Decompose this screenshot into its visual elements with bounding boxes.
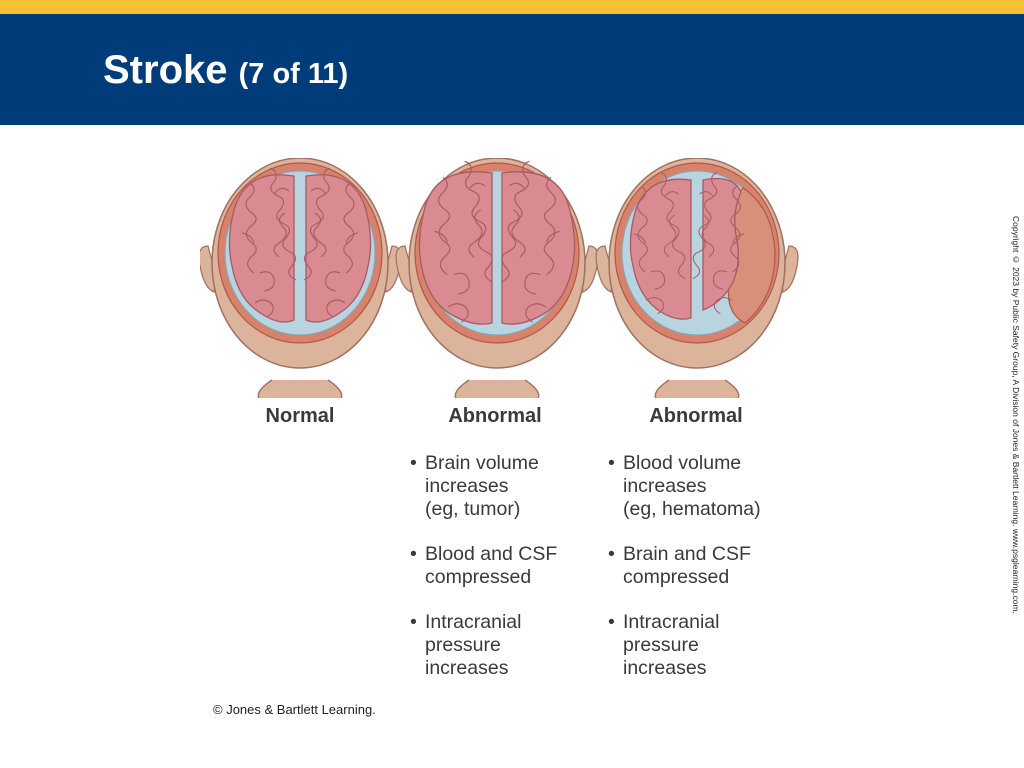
brain-right-hemisphere bbox=[305, 174, 372, 323]
bullet-dot: • bbox=[410, 452, 417, 474]
brain-right-hemisphere bbox=[501, 171, 576, 325]
bullet-item: • Intracranial pressure increases bbox=[410, 611, 522, 679]
brain-right-hemisphere-compressed bbox=[702, 177, 742, 311]
label-abnormal-hematoma: Abnormal bbox=[649, 405, 743, 427]
label-abnormal-tumor: Abnormal bbox=[448, 405, 542, 427]
slide-title: Stroke (7 of 11) bbox=[103, 50, 348, 90]
left-ear bbox=[395, 245, 414, 293]
bullet-dot: • bbox=[410, 543, 417, 565]
nose bbox=[654, 379, 740, 398]
bullets-tumor-column: • Brain volume increases (eg, tumor) • B… bbox=[410, 452, 600, 702]
left-ear bbox=[200, 245, 217, 293]
bullet-item: • Intracranial pressure increases bbox=[608, 611, 720, 679]
bullets-hematoma-column: • Blood volume increases (eg, hematoma) … bbox=[608, 452, 798, 702]
bullet-dot: • bbox=[608, 452, 615, 474]
bullet-item: • Blood and CSF compressed bbox=[410, 543, 558, 588]
head-abnormal-hematoma bbox=[595, 158, 799, 398]
title-subtitle: (7 of 11) bbox=[238, 58, 349, 90]
head-normal bbox=[200, 158, 402, 398]
bullet-dot: • bbox=[608, 543, 615, 565]
bullet-item: • Brain volume increases (eg, tumor) bbox=[410, 452, 539, 520]
left-ear bbox=[595, 245, 614, 293]
title-main: Stroke bbox=[103, 48, 228, 92]
right-ear bbox=[780, 245, 799, 293]
bullet-dot: • bbox=[608, 611, 615, 633]
nose bbox=[454, 379, 540, 398]
head-abnormal-tumor bbox=[395, 158, 599, 398]
nose bbox=[257, 379, 343, 398]
brain-left-hemisphere bbox=[418, 171, 493, 325]
title-bar: Stroke (7 of 11) bbox=[0, 14, 1024, 125]
brain-left-hemisphere bbox=[629, 178, 692, 320]
bullet-item: • Blood volume increases (eg, hematoma) bbox=[608, 452, 761, 520]
label-normal: Normal bbox=[265, 405, 335, 427]
vertical-copyright-notice: Copyright © 2023 by Public Safety Group,… bbox=[1011, 216, 1021, 614]
brain-comparison-illustration bbox=[200, 158, 799, 398]
bullet-item: • Brain and CSF compressed bbox=[608, 543, 751, 588]
footer-copyright: © Jones & Bartlett Learning. bbox=[213, 702, 376, 717]
brain-left-hemisphere bbox=[228, 174, 295, 323]
bullet-dot: • bbox=[410, 611, 417, 633]
accent-stripe bbox=[0, 0, 1024, 14]
